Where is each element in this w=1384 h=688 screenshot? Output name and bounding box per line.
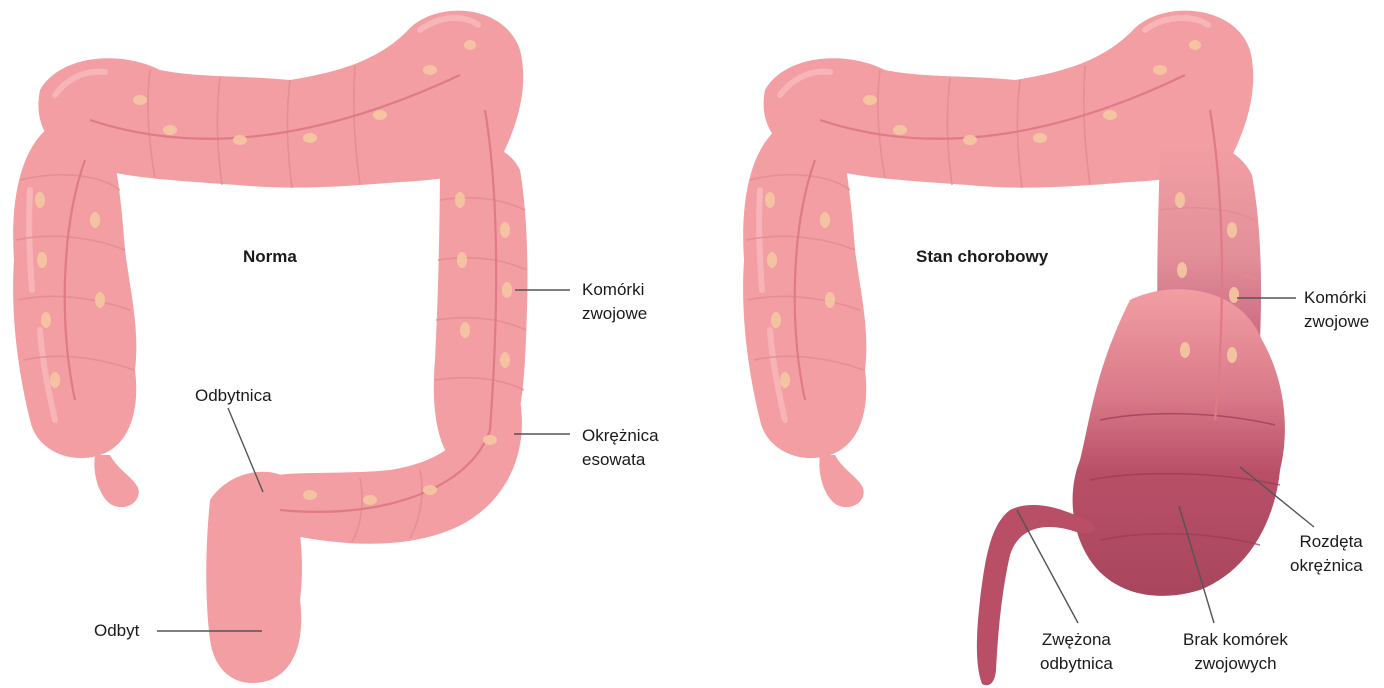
label-sigmoid: Okrężnica esowata	[582, 424, 659, 472]
label-ganglion-normal: Komórki zwojowe	[582, 278, 647, 326]
label-no-ganglion-line1: Brak komórek	[1183, 628, 1288, 652]
label-ganglion-disease-line2: zwojowe	[1304, 310, 1369, 334]
label-ganglion-normal-line2: zwojowe	[582, 302, 647, 326]
label-narrowed-rectum-line2: odbytnica	[1040, 652, 1113, 676]
label-dilated-colon-line2: okrężnica	[1290, 554, 1363, 578]
normal-colon	[13, 11, 527, 683]
disease-panel-title: Stan chorobowy	[916, 245, 1048, 269]
label-sigmoid-line1: Okrężnica	[582, 424, 659, 448]
label-narrowed-rectum: Zwężona odbytnica	[1040, 628, 1113, 676]
label-ganglion-disease-line1: Komórki	[1304, 286, 1369, 310]
normal-rectum	[206, 472, 302, 683]
label-no-ganglion-line2: zwojowych	[1183, 652, 1288, 676]
diseased-dilated-segment	[1073, 289, 1285, 596]
label-no-ganglion: Brak komórek zwojowych	[1183, 628, 1288, 676]
label-ganglion-disease: Komórki zwojowe	[1304, 286, 1369, 334]
label-anus: Odbyt	[94, 619, 139, 643]
label-narrowed-rectum-line1: Zwężona	[1040, 628, 1113, 652]
normal-appendix	[94, 455, 138, 507]
label-rectum: Odbytnica	[195, 384, 272, 408]
label-ganglion-normal-line1: Komórki	[582, 278, 647, 302]
diseased-appendix	[819, 455, 863, 507]
label-dilated-colon: Rozdęta okrężnica	[1290, 530, 1363, 578]
diseased-colon	[743, 11, 1285, 686]
label-dilated-colon-line1: Rozdęta	[1290, 530, 1363, 554]
normal-panel-title: Norma	[243, 245, 297, 269]
label-sigmoid-line2: esowata	[582, 448, 659, 472]
